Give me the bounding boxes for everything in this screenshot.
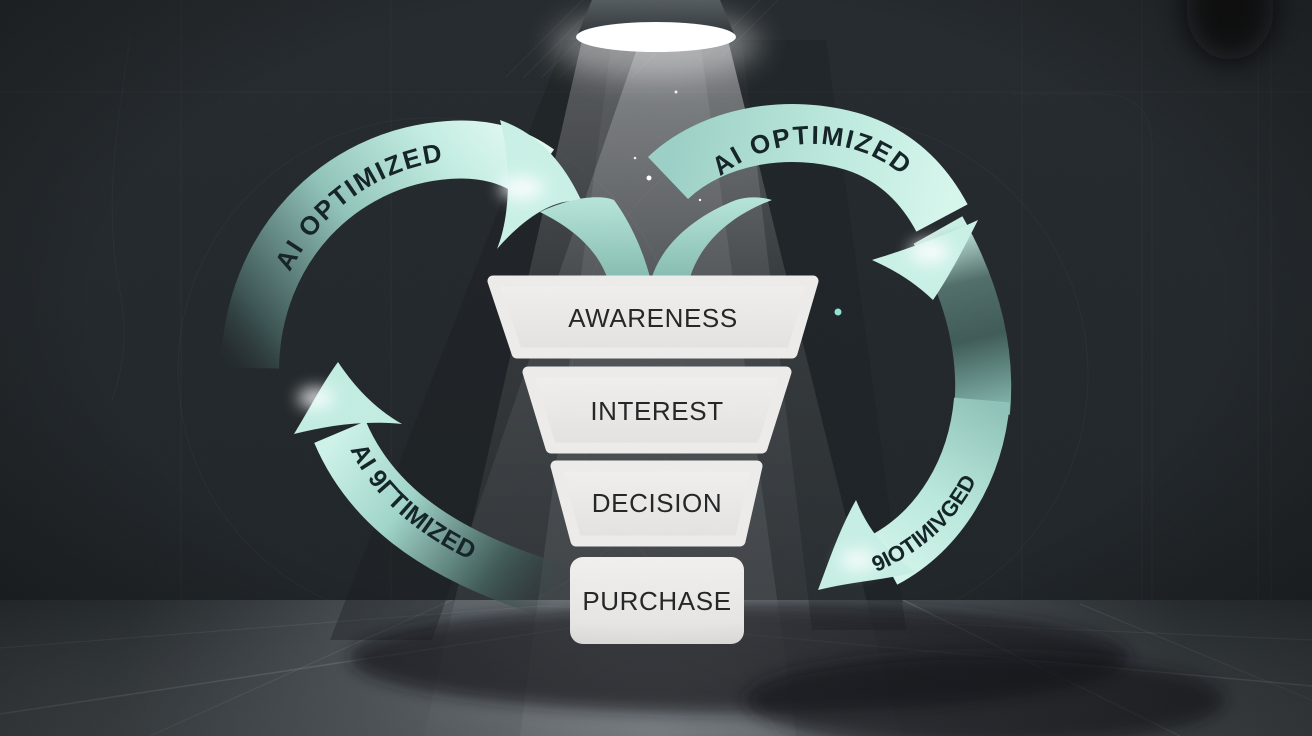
diagram-canvas: AI OPTIMIZED AI OPTIMIZED AI 9ΓTIMIZED 9… [0, 0, 1312, 736]
scene-funnel-diagram: AI OPTIMIZED AI OPTIMIZED AI 9ΓTIMIZED 9… [0, 0, 1312, 736]
grain-overlay [0, 0, 1312, 736]
